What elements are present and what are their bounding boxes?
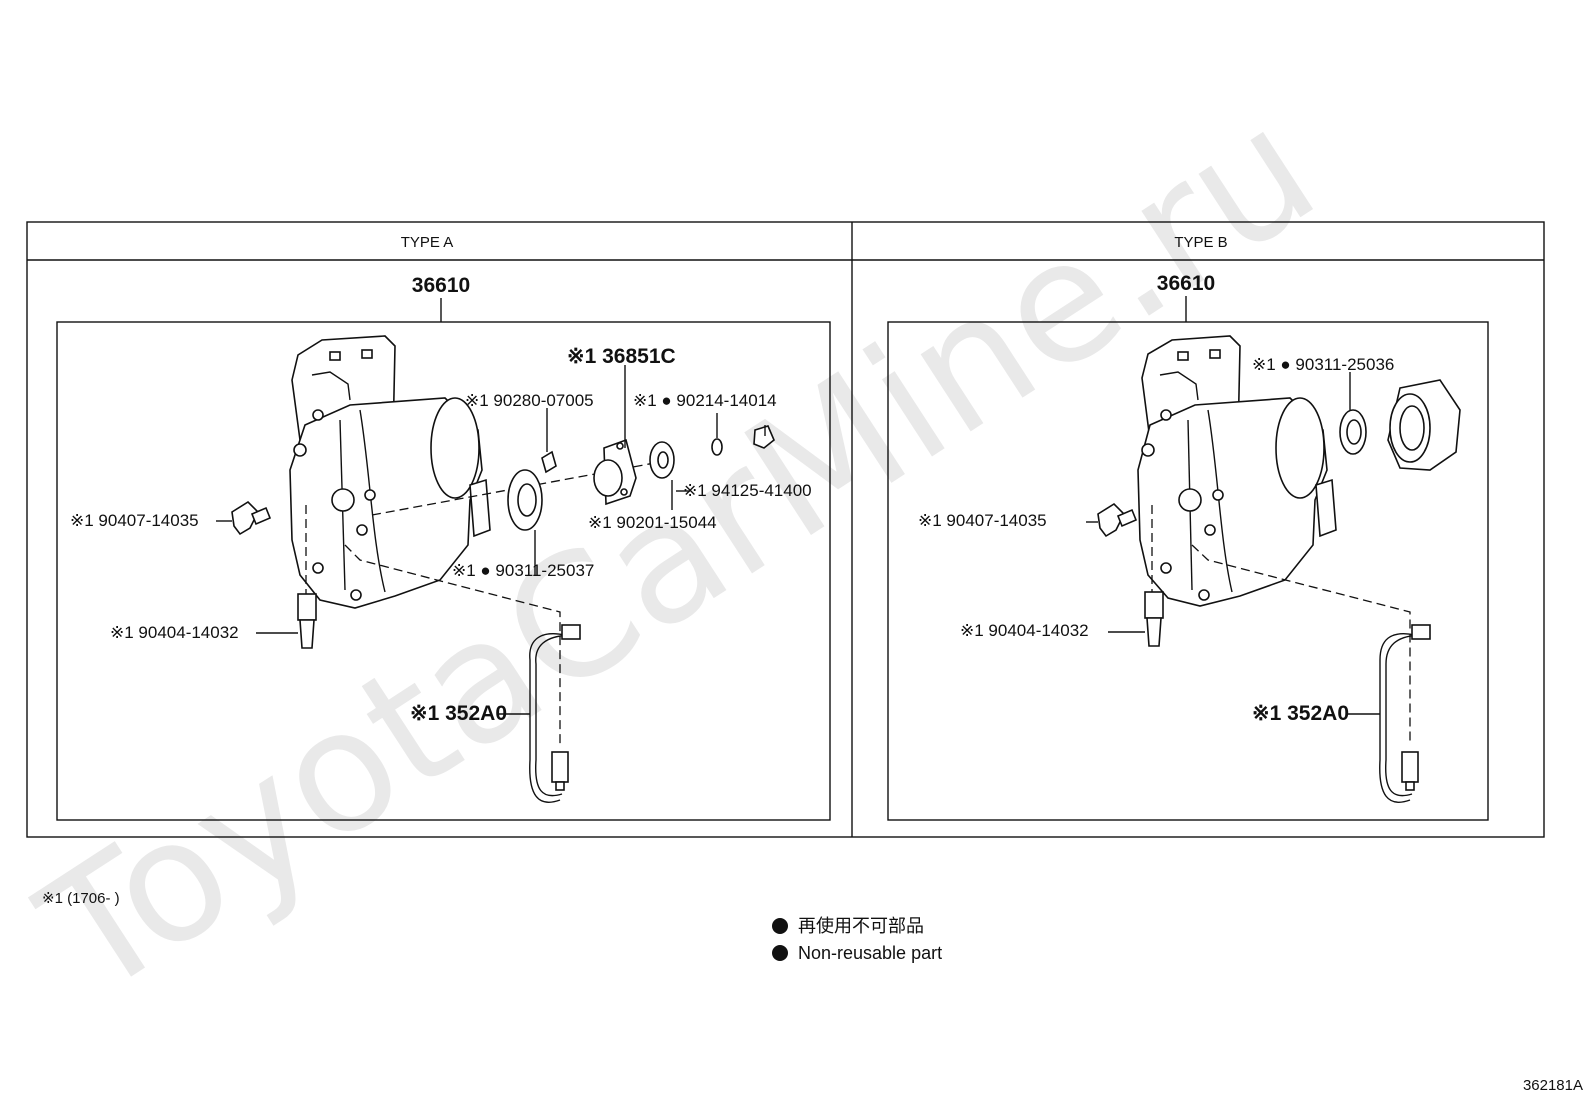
type-a-label-90201-15044: ※1 90201-15044	[588, 513, 717, 532]
type-a-union-icon	[231, 500, 272, 536]
type-b-header: TYPE B	[1174, 234, 1227, 251]
type-b-label-90404-14032: ※1 90404-14032	[960, 621, 1089, 640]
figure-id: 362181A	[1523, 1077, 1583, 1094]
type-a-label-90404-14032: ※1 90404-14032	[110, 623, 239, 642]
type-b-group-box	[887, 321, 1489, 821]
type-b-oil-seal-icon	[1339, 409, 1367, 455]
footnote: ※1 (1706- )	[42, 890, 120, 907]
type-a-label-90214-14014: ※1 ● 90214-14014	[633, 391, 777, 410]
type-a-sensor-icon	[529, 624, 581, 803]
type-a-label-352a0: ※1 352A0	[410, 702, 507, 725]
type-a-cover-plate-icon	[593, 438, 637, 506]
type-b-plug-icon	[1144, 591, 1164, 647]
type-b-assembly-number: 36610	[1157, 272, 1215, 295]
type-a-group-box	[56, 321, 831, 821]
type-a-key-icon	[541, 450, 557, 474]
type-b-label-352a0: ※1 352A0	[1252, 702, 1349, 725]
type-a-label-94125-41400: ※1 94125-41400	[683, 481, 812, 500]
type-b-pump-body-icon	[1137, 335, 1337, 607]
type-b-retainer-icon	[1387, 379, 1461, 471]
type-b-label-90407-14035: ※1 90407-14035	[918, 511, 1047, 530]
legend-bullet-icon	[772, 918, 788, 934]
type-a-lock-washer-icon	[711, 438, 723, 456]
type-a-pump-body-icon	[289, 335, 491, 609]
type-a-nut-icon	[753, 425, 775, 449]
type-a-label-90407-14035: ※1 90407-14035	[70, 511, 199, 530]
type-b-panel: TYPE B 36610	[887, 234, 1489, 821]
type-a-label-36851c: ※1 36851C	[567, 345, 676, 368]
type-a-oil-seal-icon	[507, 469, 543, 531]
type-b-union-icon	[1097, 502, 1138, 538]
type-a-assembly-number: 36610	[412, 274, 470, 297]
type-a-washer-icon	[649, 441, 675, 479]
type-a-label-90280-07005: ※1 90280-07005	[465, 391, 594, 410]
type-a-plug-icon	[297, 593, 317, 649]
type-b-sensor-icon	[1379, 624, 1431, 803]
legend-text-ja: 再使用不可部品	[798, 916, 924, 936]
type-b-label-90311-25036: ※1 ● 90311-25036	[1252, 355, 1394, 374]
legend-text-en: Non-reusable part	[798, 943, 942, 963]
type-a-label-90311-25037: ※1 ● 90311-25037	[452, 561, 594, 580]
legend-bullet-icon	[772, 945, 788, 961]
type-a-header: TYPE A	[401, 234, 454, 251]
type-a-panel: TYPE A 36610	[56, 234, 831, 821]
outer-frame	[26, 221, 1545, 838]
